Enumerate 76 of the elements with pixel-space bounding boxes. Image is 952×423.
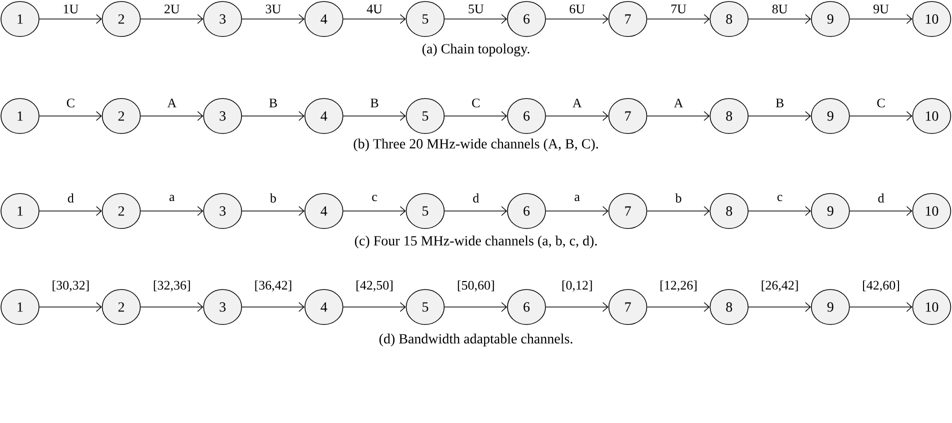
edge-label: [50,60] — [458, 280, 494, 292]
edge-label: 5U — [468, 4, 484, 14]
edge-label: d — [473, 193, 479, 203]
edge-label: C — [472, 98, 480, 108]
arrow — [748, 206, 812, 216]
edge-label: 3U — [266, 4, 281, 14]
arrow — [646, 111, 710, 121]
arrow — [546, 111, 608, 121]
edge-label: [42,60] — [863, 280, 899, 292]
edge-label: c — [372, 194, 377, 202]
edge-label: 1U — [64, 4, 78, 14]
arrow — [242, 302, 304, 312]
edge-label: 7U — [671, 4, 686, 14]
arrow — [342, 302, 406, 312]
edge-label: B — [370, 98, 378, 108]
arrow — [342, 14, 406, 24]
edge-label: a — [169, 194, 175, 202]
edge-label: d — [878, 193, 884, 203]
edge-label: C — [877, 98, 885, 108]
arrow — [39, 111, 102, 121]
arrow — [39, 206, 102, 216]
arrow — [140, 111, 204, 121]
edge-label: 4U — [366, 4, 382, 14]
arrow — [242, 206, 304, 216]
arrow — [546, 14, 608, 24]
arrow — [444, 111, 508, 121]
arrow — [748, 111, 812, 121]
arrow — [849, 14, 912, 24]
arrow — [748, 14, 812, 24]
arrow — [39, 14, 102, 24]
arrow — [546, 302, 608, 312]
arrow — [140, 206, 204, 216]
caption: (a) Chain topology. — [422, 44, 530, 56]
arrow — [242, 14, 304, 24]
edge-label: B — [776, 98, 784, 108]
edge-label: C — [66, 98, 74, 108]
arrow — [242, 111, 304, 121]
edge-label: 6U — [570, 4, 585, 14]
caption: (b) Three 20 MHz-wide channels (A, B, C). — [354, 138, 598, 152]
edge-label: [0,12] — [562, 280, 592, 292]
arrow — [849, 302, 912, 312]
edge-label: 2U — [164, 4, 180, 14]
edge-label: A — [674, 98, 684, 108]
edge-label: [30,32] — [52, 280, 89, 292]
edge-label: [36,42] — [255, 280, 292, 292]
arrow — [342, 206, 406, 216]
edge-label: b — [675, 193, 682, 203]
edge-label: [32,36] — [154, 280, 190, 292]
caption: (c) Four 15 MHz-wide channels (a, b, c, d). — [354, 236, 597, 248]
arrow — [849, 111, 912, 121]
edge-label: 8U — [772, 4, 788, 14]
edge-label: b — [270, 193, 276, 203]
arrow — [646, 302, 710, 312]
edge-label: d — [68, 193, 74, 203]
arrow — [646, 14, 710, 24]
arrow — [444, 302, 508, 312]
arrow — [342, 111, 406, 121]
arrow — [646, 206, 710, 216]
edge-label: A — [572, 98, 582, 108]
edge-label: [42,50] — [356, 280, 392, 292]
edge-label: [12,26] — [660, 280, 696, 292]
edge-label: c — [777, 194, 782, 202]
arrow — [39, 302, 102, 312]
arrow — [444, 206, 508, 216]
arrow — [748, 302, 812, 312]
arrow — [444, 14, 508, 24]
arrow — [140, 302, 204, 312]
edge-label: A — [167, 98, 176, 108]
edge-label: 9U — [874, 4, 889, 14]
arrow — [546, 206, 608, 216]
edge-label: a — [574, 194, 580, 202]
edge-label: B — [269, 98, 277, 108]
arrow — [140, 14, 204, 24]
edge-label: [26,42] — [762, 280, 798, 292]
caption: (d) Bandwidth adaptable channels. — [379, 334, 572, 346]
arrow — [849, 206, 912, 216]
